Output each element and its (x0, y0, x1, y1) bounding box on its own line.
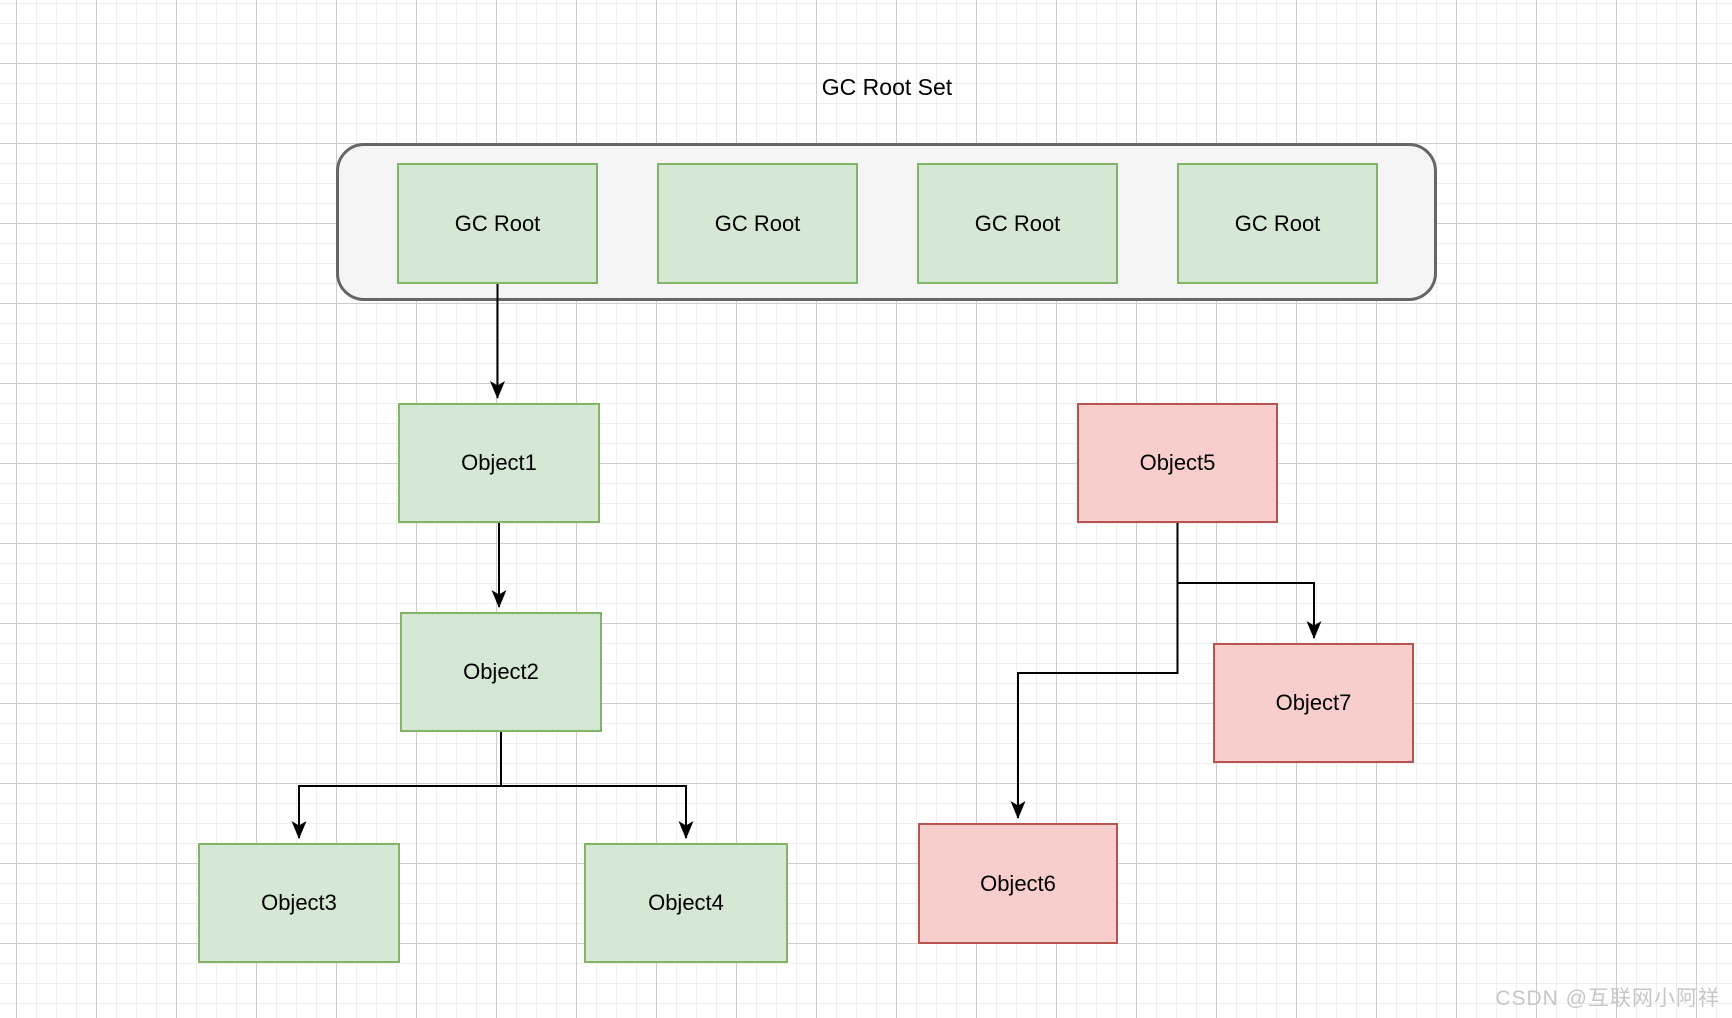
object5-box: Object5 (1077, 403, 1278, 523)
edge-object2-to-object4 (500, 732, 694, 839)
object5-label: Object5 (1139, 450, 1216, 475)
gc-root-box-4: GC Root (1177, 163, 1378, 284)
gc-root-box-2: GC Root (657, 163, 858, 284)
object4-label: Object4 (648, 890, 724, 915)
object6-label: Object6 (980, 870, 1056, 896)
edge-object5-to-object7 (1176, 523, 1322, 639)
object7-box: Object7 (1213, 643, 1414, 763)
csdn-watermark: CSDN @互联网小阿祥 (1495, 987, 1720, 1010)
diagram-title: GC Root Set (821, 74, 953, 100)
object2-box: Object2 (400, 612, 602, 732)
gc-root-label: GC Root (1234, 210, 1321, 236)
object6-box: Object6 (918, 823, 1118, 944)
edge-object2-to-object3 (291, 732, 502, 839)
gc-root-box-3: GC Root (917, 163, 1118, 284)
object3-box: Object3 (198, 843, 400, 963)
object2-label: Object2 (463, 659, 539, 684)
object4-box: Object4 (584, 843, 788, 963)
gc-root-box-1: GC Root (397, 163, 598, 284)
gc-root-label: GC Root (974, 210, 1061, 236)
edge-object5-to-object6 (1010, 523, 1179, 819)
object1-label: Object1 (461, 450, 537, 475)
object3-label: Object3 (261, 890, 337, 915)
gc-root-label: GC Root (714, 210, 801, 236)
object7-label: Object7 (1275, 690, 1352, 715)
object1-box: Object1 (398, 403, 600, 523)
gc-root-label: GC Root (454, 210, 541, 236)
